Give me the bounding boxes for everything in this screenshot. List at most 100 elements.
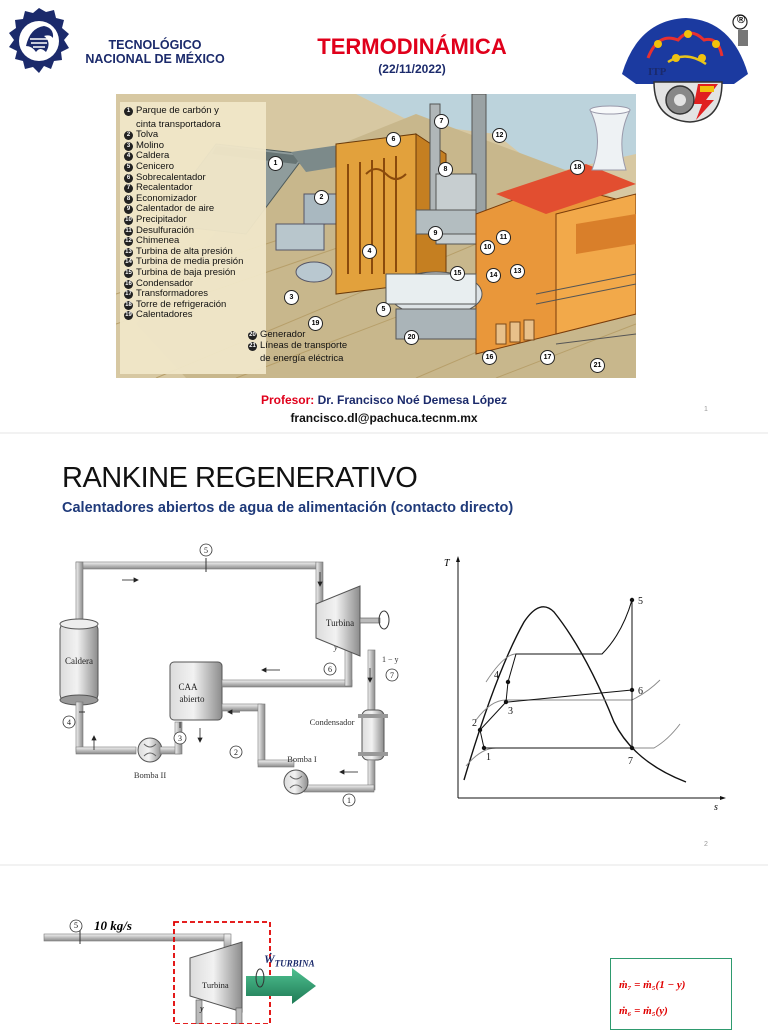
legend-number: 4 <box>124 152 133 161</box>
slide2-subtitle: Calentadores abiertos de agua de aliment… <box>62 500 513 516</box>
institution-line2: NACIONAL DE MÉXICO <box>80 52 230 66</box>
caa-label-1: CAA <box>178 682 198 692</box>
legend-label: Economizador <box>136 193 197 204</box>
legend-number: 3 <box>124 142 133 151</box>
legend-number: 12 <box>124 237 133 246</box>
legend-label: Condensador <box>136 278 193 289</box>
schematic-state-2: 2 <box>234 748 238 757</box>
ts-x-axis-label: s <box>714 802 718 812</box>
plant-callout: 8 <box>438 162 453 177</box>
condenser-label: Condensador <box>310 717 355 727</box>
schematic-state-1: 1 <box>347 796 351 805</box>
mass-balance-box: ṁ₇ = ṁ₅(1 − y) ṁ₆ = ṁ₅(y) <box>610 958 732 1030</box>
legend-number: 18 <box>124 301 133 310</box>
schematic-state-4: 4 <box>67 718 71 727</box>
itp-logo-icon <box>618 12 754 128</box>
ts-state-points <box>478 598 634 750</box>
pump2-shape <box>138 738 162 762</box>
slide-mass-balance: 5 10 kg/s Turbina y ẆTURBINA ṁ₇ = ṁ₅(1 −… <box>0 866 768 1024</box>
legend-number: 2 <box>124 131 133 140</box>
ts-state-1: 1 <box>486 752 491 763</box>
legend-label: Turbina de media presión <box>136 256 243 267</box>
pump2-label: Bomba II <box>134 770 167 780</box>
plant-callout: 12 <box>492 128 507 143</box>
legend-label: Turbina de alta presión <box>136 246 233 257</box>
ts-diagram: T s 1 2 3 4 5 6 7 <box>436 552 736 812</box>
plant-callout: 14 <box>486 268 501 283</box>
itp-logo-text: ITP <box>648 66 666 78</box>
state-5-marker: 5 <box>72 921 80 930</box>
course-date: (22/11/2022) <box>284 62 540 76</box>
slide2-title: RANKINE REGENERATIVO <box>62 462 417 495</box>
mass-eq-2: ṁ₆ = ṁ₅(y) <box>619 1005 668 1017</box>
slide-rankine: RANKINE REGENERATIVO Calentadores abiert… <box>0 434 768 864</box>
legend-extra-item: de energía eléctrica <box>248 351 347 365</box>
legend-label: Recalentador <box>136 182 193 193</box>
plant-callout: 7 <box>434 114 449 129</box>
plant-callout: 11 <box>496 230 511 245</box>
pump1-shape <box>284 770 308 794</box>
legend-number: 1 <box>124 107 133 116</box>
mass-eq-1: ṁ₇ = ṁ₅(1 − y) <box>619 979 685 991</box>
professor-name: Dr. Francisco Noé Demesa López <box>318 393 507 407</box>
plant-callout: 10 <box>480 240 495 255</box>
course-title: TERMODINÁMICA <box>284 34 540 60</box>
turbine3-y-label: y <box>200 1004 204 1013</box>
schematic-state-5: 5 <box>204 546 208 555</box>
legend-number: 5 <box>124 163 133 172</box>
page-number-2: 2 <box>704 841 708 848</box>
legend-number: 16 <box>124 280 133 289</box>
boiler-label: Caldera <box>65 656 93 666</box>
plant-callout: 21 <box>590 358 605 373</box>
schematic-state-7: 7 <box>390 671 394 680</box>
legend-number: 7 <box>124 184 133 193</box>
legend-number: 11 <box>124 227 133 236</box>
one-minus-y-label: 1 − y <box>382 655 399 664</box>
plant-callout: 2 <box>314 190 329 205</box>
legend-label: Turbina de baja presión <box>136 267 235 278</box>
pump1-label: Bomba I <box>287 754 317 764</box>
legend-extra-number <box>248 351 257 360</box>
legend-extra-label: Líneas de transporte <box>260 340 347 351</box>
institution-name: TECNOLÓGICO NACIONAL DE MÉXICO <box>80 38 230 66</box>
plant-callout: 20 <box>404 330 419 345</box>
work-subscript: TURBINA <box>275 958 315 968</box>
registered-mark: ® <box>734 14 748 26</box>
legend-label: Calentador de aire <box>136 203 214 214</box>
legend-extra-label: de energía eléctrica <box>260 353 343 364</box>
turbine3-label: Turbina <box>202 980 229 990</box>
slide-cover: TECNOLÓGICO NACIONAL DE MÉXICO TERMODINÁ… <box>0 0 768 432</box>
tecnm-logo-icon <box>6 6 72 76</box>
legend-label: Cenicero <box>136 161 174 172</box>
plant-callout: 13 <box>510 264 525 279</box>
legend-label: Molino <box>136 140 164 151</box>
institution-line1: TECNOLÓGICO <box>80 38 230 52</box>
legend-extra-number: 20 <box>248 331 257 340</box>
plant-callout: 17 <box>540 350 555 365</box>
page-number-1: 1 <box>704 406 708 413</box>
plant-callout: 16 <box>482 350 497 365</box>
ts-state-2: 2 <box>472 718 477 729</box>
plant-callout: 4 <box>362 244 377 259</box>
legend-extra-number: 21 <box>248 342 257 351</box>
plant-callout: 5 <box>376 302 391 317</box>
legend-label: Calentadores <box>136 309 193 320</box>
legend-number: 19 <box>124 311 133 320</box>
legend-number: 13 <box>124 248 133 257</box>
legend-label: cinta transportadora <box>136 119 221 130</box>
caa-label-2: abierto <box>180 694 205 704</box>
ts-y-axis-label: T <box>444 558 451 569</box>
plant-callout: 3 <box>284 290 299 305</box>
saturation-dome <box>464 607 686 782</box>
legend-label: Desulfuración <box>136 225 194 236</box>
legend-label: Parque de carbón y <box>136 105 219 116</box>
turbine-label: Turbina <box>326 618 354 628</box>
schematic-state-6: 6 <box>328 665 332 674</box>
legend-label: Caldera <box>136 150 169 161</box>
legend-label: Torre de refrigeración <box>136 299 226 310</box>
work-symbol: Ẇ <box>264 952 275 966</box>
